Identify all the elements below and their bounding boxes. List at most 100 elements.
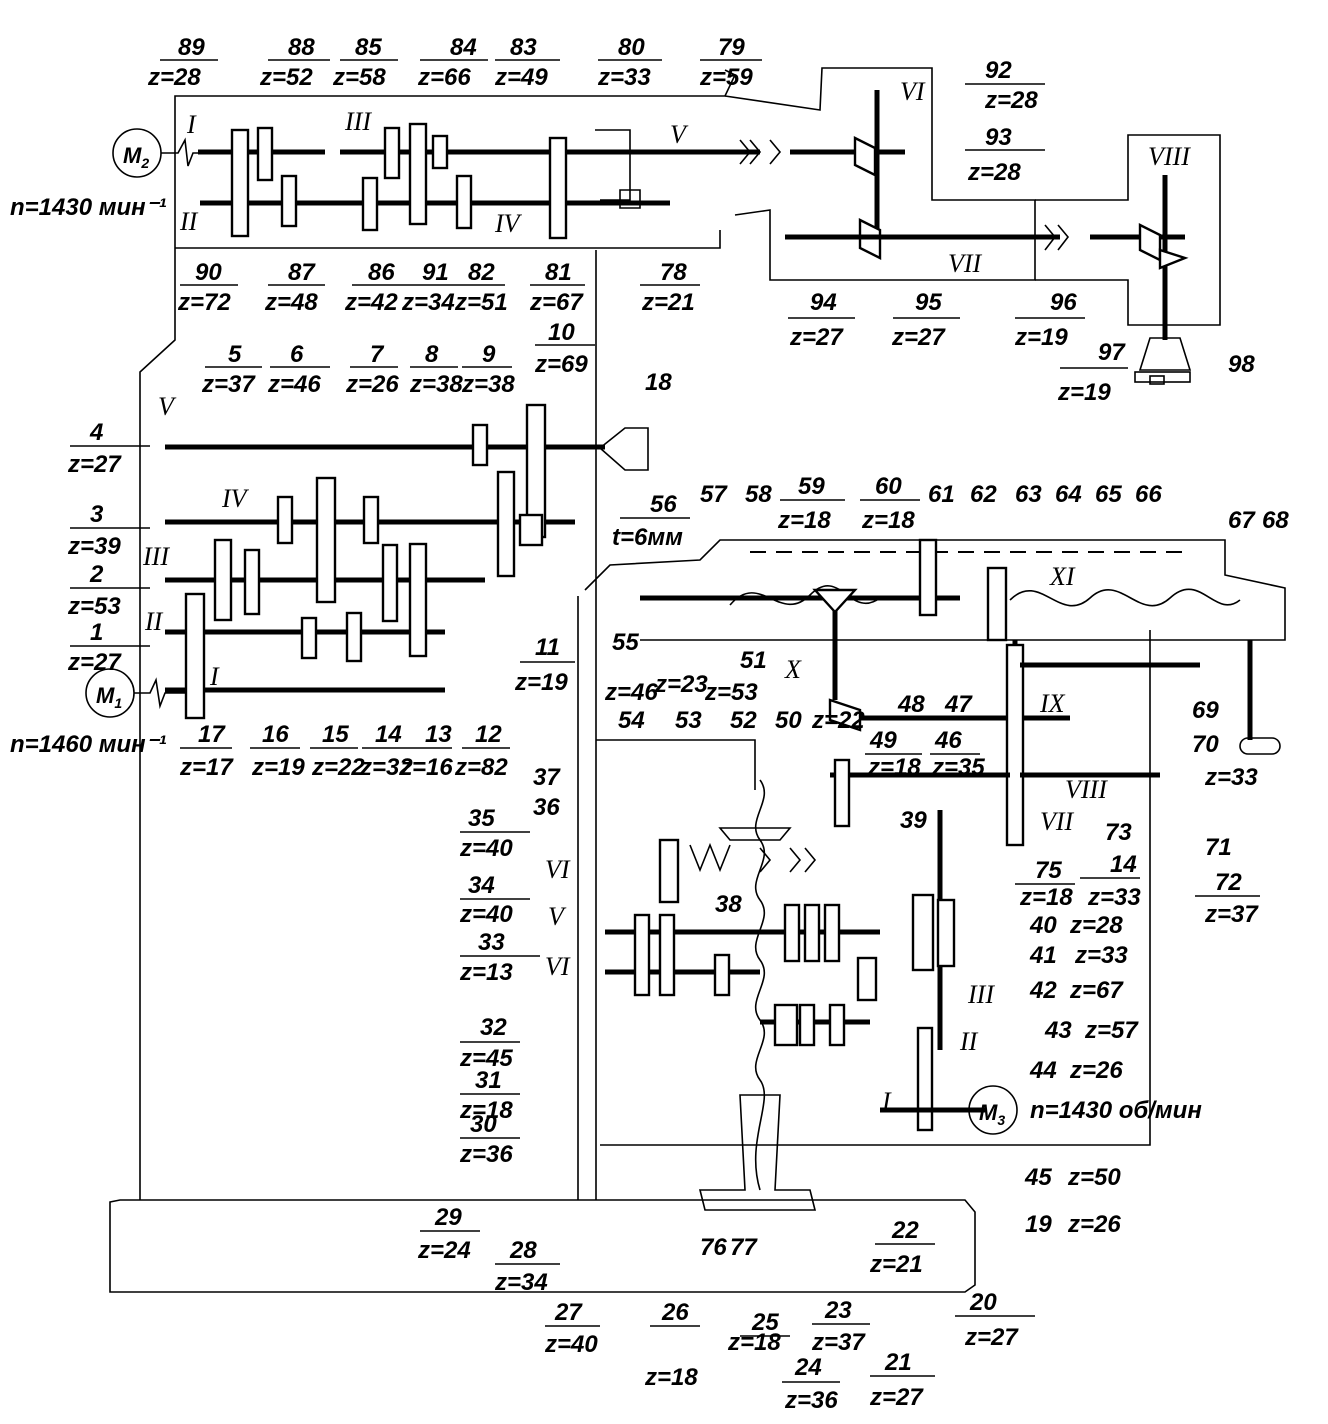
motor-m2: M2 bbox=[112, 128, 200, 178]
part-number: 87 bbox=[288, 259, 316, 286]
part-number: 40 bbox=[1029, 912, 1057, 939]
part-number: 59 bbox=[798, 473, 825, 500]
teeth-count: z=37 bbox=[201, 371, 256, 398]
teeth-count: z=22 bbox=[811, 707, 865, 734]
teeth-count: z=33 bbox=[597, 64, 651, 91]
part-number: 8 bbox=[425, 341, 439, 368]
part-number: 67 bbox=[1228, 507, 1256, 534]
teeth-count: z=19 bbox=[1014, 324, 1068, 351]
part-number: 50 bbox=[775, 707, 802, 734]
part-number: 9 bbox=[482, 341, 496, 368]
teeth-count: z=18 bbox=[861, 507, 915, 534]
teeth-count: z=34 bbox=[401, 289, 455, 316]
teeth-count: z=26 bbox=[1069, 1057, 1123, 1084]
part-number: 36 bbox=[533, 794, 560, 821]
part-number: 75 bbox=[1035, 857, 1062, 884]
teeth-count: z=40 bbox=[459, 901, 513, 928]
teeth-count: z=28 bbox=[147, 64, 201, 91]
part-number: 83 bbox=[510, 34, 537, 61]
teeth-count: z=37 bbox=[811, 1329, 866, 1356]
part-number: 93 bbox=[985, 124, 1012, 151]
shaft-label: VII bbox=[948, 249, 983, 278]
teeth-count: z=38 bbox=[461, 371, 515, 398]
part-number: 17 bbox=[198, 721, 226, 748]
teeth-count: z=19 bbox=[1057, 379, 1111, 406]
shaft-label: XI bbox=[1049, 562, 1076, 591]
teeth-count: z=27 bbox=[964, 1324, 1019, 1351]
svg-text:M3: M3 bbox=[979, 1100, 1005, 1128]
part-number: 52 bbox=[730, 707, 757, 734]
svg-text:M1: M1 bbox=[96, 683, 122, 711]
teeth-count: z=18 bbox=[459, 1097, 513, 1124]
part-number: 81 bbox=[545, 259, 572, 286]
part-number: 61 bbox=[928, 481, 955, 508]
motor-m3: M3 bbox=[968, 1085, 1018, 1135]
part-number: 88 bbox=[288, 34, 315, 61]
part-number: 29 bbox=[434, 1204, 462, 1231]
teeth-count: z=22 bbox=[311, 754, 365, 781]
teeth-count: z=27 bbox=[67, 451, 122, 478]
shaft-label: II bbox=[179, 207, 199, 236]
motor-m1-speed: n=1460 мин⁻¹ bbox=[10, 731, 166, 758]
teeth-count: z=50 bbox=[1067, 1164, 1121, 1191]
shaft-label: II bbox=[959, 1027, 979, 1056]
shaft-label: IV bbox=[494, 209, 523, 238]
part-number: 10 bbox=[548, 319, 575, 346]
teeth-count: z=18 bbox=[1019, 884, 1073, 911]
part-number: 13 bbox=[425, 721, 452, 748]
part-number: 21 bbox=[884, 1349, 912, 1376]
shaft-label: X bbox=[784, 655, 802, 684]
callouts: 89 z=28 88 z=52 85 z=58 84 z=66 83 z=49 … bbox=[67, 34, 1289, 1414]
shaft-label: V bbox=[548, 902, 567, 931]
teeth-count: z=26 bbox=[345, 371, 399, 398]
part-number: 64 bbox=[1055, 481, 1082, 508]
teeth-count: z=17 bbox=[179, 754, 234, 781]
teeth-count: z=59 bbox=[699, 64, 753, 91]
teeth-count: z=21 bbox=[641, 289, 695, 316]
part-number: 92 bbox=[985, 57, 1012, 84]
part-number: 24 bbox=[794, 1354, 822, 1381]
part-number: 55 bbox=[612, 629, 639, 656]
part-number: 95 bbox=[915, 289, 942, 316]
teeth-count: z=18 bbox=[727, 1329, 781, 1356]
part-number: 18 bbox=[645, 369, 672, 396]
part-number: 44 bbox=[1029, 1057, 1057, 1084]
teeth-count: z=16 bbox=[399, 754, 453, 781]
motor-m2-speed: n=1430 мин⁻¹ bbox=[10, 194, 166, 221]
part-number: 73 bbox=[1105, 819, 1132, 846]
shaft-label: III bbox=[344, 107, 372, 136]
part-number: 79 bbox=[718, 34, 745, 61]
shaft-label: VI bbox=[545, 952, 571, 981]
feed-gearbox bbox=[165, 403, 649, 720]
shaft-label: VIII bbox=[1065, 775, 1108, 804]
teeth-count: z=53 bbox=[704, 679, 758, 706]
spindle-drive bbox=[198, 90, 1192, 385]
part-number: 76 bbox=[700, 1234, 727, 1261]
part-number: 85 bbox=[355, 34, 382, 61]
part-number: 32 bbox=[480, 1014, 507, 1041]
part-number: 62 bbox=[970, 481, 997, 508]
teeth-count: z=66 bbox=[417, 64, 471, 91]
part-number: 60 bbox=[875, 473, 902, 500]
shaft-label: VIII bbox=[1148, 142, 1191, 171]
teeth-count: z=42 bbox=[344, 289, 398, 316]
teeth-count: z=40 bbox=[459, 835, 513, 862]
teeth-count: z=18 bbox=[777, 507, 831, 534]
teeth-count: z=24 bbox=[417, 1237, 471, 1264]
part-number: 23 bbox=[824, 1297, 852, 1324]
part-number: 15 bbox=[322, 721, 349, 748]
part-number: 78 bbox=[660, 259, 687, 286]
teeth-count: z=67 bbox=[1069, 977, 1124, 1004]
part-number: 30 bbox=[470, 1111, 497, 1138]
shaft-label: VII bbox=[1040, 807, 1075, 836]
part-number: 47 bbox=[944, 691, 973, 718]
motor-m1: M1 bbox=[85, 668, 185, 718]
part-number: 45 bbox=[1024, 1164, 1052, 1191]
part-number: 1 bbox=[90, 619, 103, 646]
teeth-count: z=51 bbox=[454, 289, 508, 316]
part-number: 70 bbox=[1192, 731, 1219, 758]
part-number: 4 bbox=[89, 419, 103, 446]
table-feed-mechanism bbox=[605, 538, 1281, 1191]
part-number: 41 bbox=[1029, 942, 1057, 969]
teeth-count: z=72 bbox=[177, 289, 231, 316]
